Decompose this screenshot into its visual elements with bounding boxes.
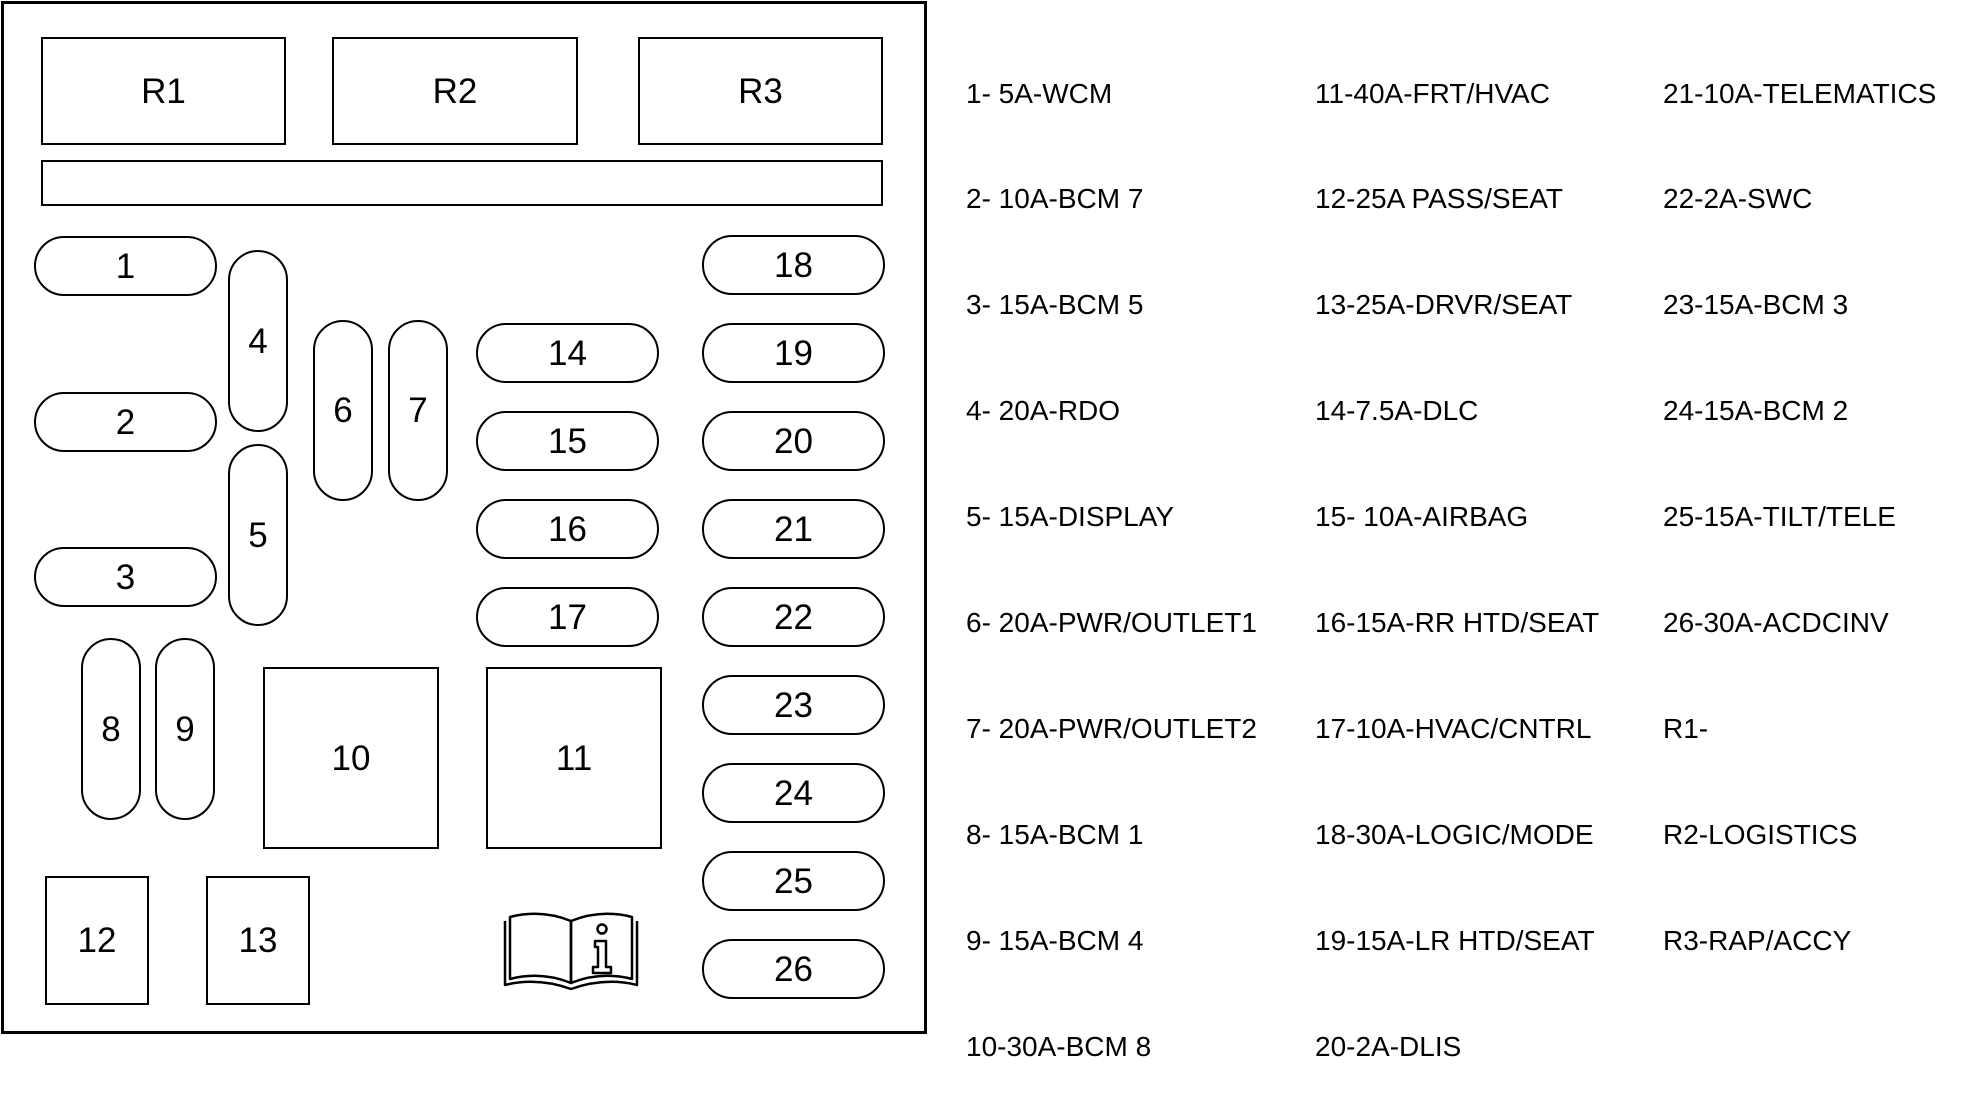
legend-item: 11-40A-FRT/HVAC — [1315, 77, 1550, 109]
legend-column-3: 21-10A-TELEMATICS 22-2A-SWC 23-15A-BCM 3… — [1663, 5, 1936, 993]
fuse-2: 2 — [34, 392, 217, 452]
fuse-15: 15 — [476, 411, 659, 471]
fuse-9: 9 — [155, 638, 215, 820]
legend-item: 22-2A-SWC — [1663, 183, 1813, 215]
owner-manual-info-icon — [503, 912, 639, 991]
fuse-5-label: 5 — [248, 515, 268, 555]
legend-item: 26-30A-ACDCINV — [1663, 607, 1889, 639]
legend-item: 23-15A-BCM 3 — [1663, 289, 1849, 321]
fuse-1-label: 1 — [115, 246, 136, 286]
legend-item: 15- 10A-AIRBAG — [1315, 501, 1529, 533]
fuse-7-label: 7 — [408, 391, 428, 430]
legend-item: 13-25A-DRVR/SEAT — [1315, 289, 1573, 321]
relay-r1-label: R1 — [141, 71, 186, 111]
legend-item: R3-RAP/ACCY — [1663, 924, 1852, 956]
legend-item: 20-2A-DLIS — [1315, 1030, 1462, 1062]
fuse-22-label: 22 — [774, 597, 813, 637]
legend-item: 2- 10A-BCM 7 — [966, 183, 1144, 215]
legend-column-1: 1- 5A-WCM 2- 10A-BCM 7 3- 15A-BCM 5 4- 2… — [966, 5, 1257, 1099]
fuse-18: 18 — [702, 235, 885, 295]
fuse-8: 8 — [81, 638, 141, 820]
legend-item: 10-30A-BCM 8 — [966, 1030, 1152, 1062]
fuse-23: 23 — [702, 675, 885, 735]
fuse-14-label: 14 — [548, 333, 587, 373]
relay-r2: R2 — [332, 37, 578, 145]
fuse-10: 10 — [263, 667, 439, 849]
fuse-16-label: 16 — [548, 509, 587, 549]
fuse-17: 17 — [476, 587, 659, 647]
fuse-block-panel — [1, 1, 927, 1034]
fuse-3-label: 3 — [115, 557, 136, 597]
fuse-9-label: 9 — [175, 709, 195, 749]
relay-r3-label: R3 — [738, 71, 783, 111]
relay-r3: R3 — [638, 37, 883, 145]
legend-item: R1- — [1663, 712, 1709, 744]
relay-r2-label: R2 — [432, 71, 478, 111]
fuse-15-label: 15 — [548, 421, 587, 461]
fuse-18-label: 18 — [774, 245, 813, 285]
fuse-4: 4 — [228, 250, 288, 432]
fuse-25-label: 25 — [774, 861, 813, 901]
legend-item: 3- 15A-BCM 5 — [966, 289, 1144, 321]
fuse-25: 25 — [702, 851, 885, 911]
fuse-13: 13 — [206, 876, 310, 1005]
legend-item: 25-15A-TILT/TELE — [1663, 501, 1896, 533]
fuse-6: 6 — [313, 320, 373, 501]
legend-item: 14-7.5A-DLC — [1315, 395, 1479, 427]
fuse-21-label: 21 — [774, 509, 813, 549]
fuse-22: 22 — [702, 587, 885, 647]
bus-bar — [41, 160, 883, 206]
fuse-14: 14 — [476, 323, 659, 383]
legend-item: 16-15A-RR HTD/SEAT — [1315, 607, 1600, 639]
fuse-3: 3 — [34, 547, 217, 607]
fuse-19: 19 — [702, 323, 885, 383]
fuse-8-label: 8 — [101, 709, 121, 749]
fuse-23-label: 23 — [774, 685, 813, 725]
legend-item: 12-25A PASS/SEAT — [1315, 183, 1563, 215]
fuse-20-label: 20 — [774, 421, 813, 461]
legend-item: 17-10A-HVAC/CNTRL — [1315, 712, 1592, 744]
fuse-24: 24 — [702, 763, 885, 823]
fuse-19-label: 19 — [774, 333, 813, 373]
legend-item: 24-15A-BCM 2 — [1663, 395, 1849, 427]
legend-item: 4- 20A-RDO — [966, 395, 1121, 427]
fuse-21: 21 — [702, 499, 885, 559]
fuse-11: 11 — [486, 667, 662, 849]
fuse-10-label: 10 — [331, 738, 371, 778]
fuse-12: 12 — [45, 876, 149, 1005]
fuse-5: 5 — [228, 444, 288, 626]
legend-column-2: 11-40A-FRT/HVAC 12-25A PASS/SEAT 13-25A-… — [1315, 5, 1599, 1099]
legend-item: R2-LOGISTICS — [1663, 818, 1858, 850]
legend-item: 5- 15A-DISPLAY — [966, 501, 1175, 533]
fuse-1: 1 — [34, 236, 217, 296]
legend-item: 6- 20A-PWR/OUTLET1 — [966, 607, 1257, 639]
fuse-24-label: 24 — [774, 773, 813, 813]
fuse-6-label: 6 — [333, 391, 353, 430]
fuse-20: 20 — [702, 411, 885, 471]
legend-item: 9- 15A-BCM 4 — [966, 924, 1144, 956]
legend-item: 18-30A-LOGIC/MODE — [1315, 818, 1594, 850]
fuse-4-label: 4 — [248, 321, 268, 361]
fuse-12-label: 12 — [77, 921, 117, 960]
fuse-7: 7 — [388, 320, 448, 501]
fuse-13-label: 13 — [238, 921, 278, 960]
legend-item: 8- 15A-BCM 1 — [966, 818, 1144, 850]
legend-item: 1- 5A-WCM — [966, 77, 1113, 109]
fuse-17-label: 17 — [548, 597, 587, 637]
fuse-11-label: 11 — [555, 738, 593, 778]
relay-r1: R1 — [41, 37, 286, 145]
legend-item: 7- 20A-PWR/OUTLET2 — [966, 712, 1257, 744]
fuse-26-label: 26 — [774, 949, 813, 989]
legend-item: 21-10A-TELEMATICS — [1663, 77, 1937, 109]
legend-item: 19-15A-LR HTD/SEAT — [1315, 924, 1595, 956]
fuse-2-label: 2 — [115, 402, 136, 442]
fuse-26: 26 — [702, 939, 885, 999]
fuse-16: 16 — [476, 499, 659, 559]
